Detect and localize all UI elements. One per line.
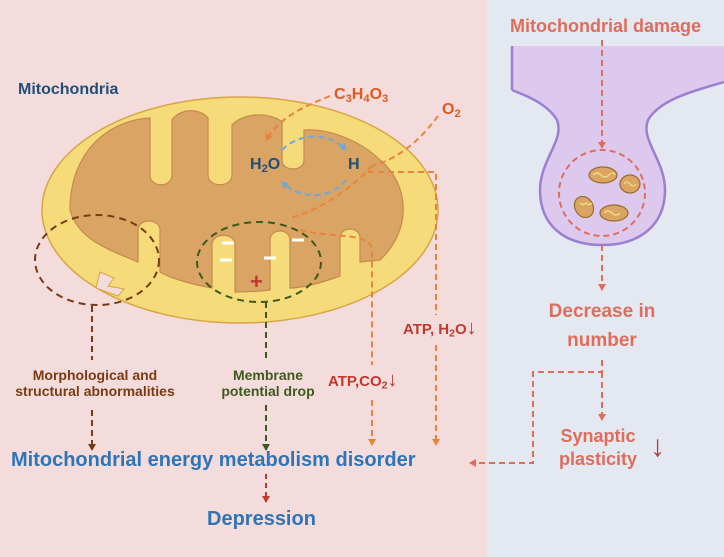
- atp-h2o-label: ATP, H2O↓: [403, 317, 477, 340]
- membrane-potential-label: Membrane potential drop: [221, 367, 315, 400]
- decrease-number-label: Decrease in number: [548, 301, 656, 351]
- depression-label: Depression: [207, 508, 316, 530]
- mitochondrial-damage-label: Mitochondrial damage: [510, 16, 702, 36]
- cycle-arrow-top: [281, 135, 347, 151]
- oxygen-label: O2: [442, 101, 461, 120]
- neuron-terminal: [510, 46, 724, 247]
- mitochondrion: [41, 96, 439, 324]
- small-mitochondria: [573, 166, 641, 222]
- inner-membrane: [69, 110, 404, 293]
- cycle-arrow-bottom: [281, 179, 347, 197]
- pyruvate-label: C3H4O3: [334, 86, 389, 105]
- morphology-dashed-circle: [34, 214, 160, 306]
- hydrogen-label: H: [348, 156, 360, 173]
- energy-disorder-label: Mitochondrial energy metabolism disorder: [11, 449, 416, 471]
- plus-sign: +: [250, 269, 263, 294]
- orange-arrows: [265, 95, 440, 446]
- membrane-dashed-circle: [196, 221, 322, 303]
- membrane-notch: [95, 271, 125, 297]
- minus-signs: [220, 238, 304, 262]
- synaptic-plasticity-label: Synaptic plasticity: [558, 426, 638, 470]
- atp-co2-label: ATP,CO2↓: [328, 369, 398, 392]
- morphological-label: Morphological and structural abnormaliti…: [15, 367, 175, 400]
- mitochondria-label: Mitochondria: [18, 81, 119, 98]
- synaptic-down-arrow: ↓: [650, 430, 665, 463]
- water-label: H2O: [250, 156, 281, 175]
- salmon-arrows: [469, 40, 606, 467]
